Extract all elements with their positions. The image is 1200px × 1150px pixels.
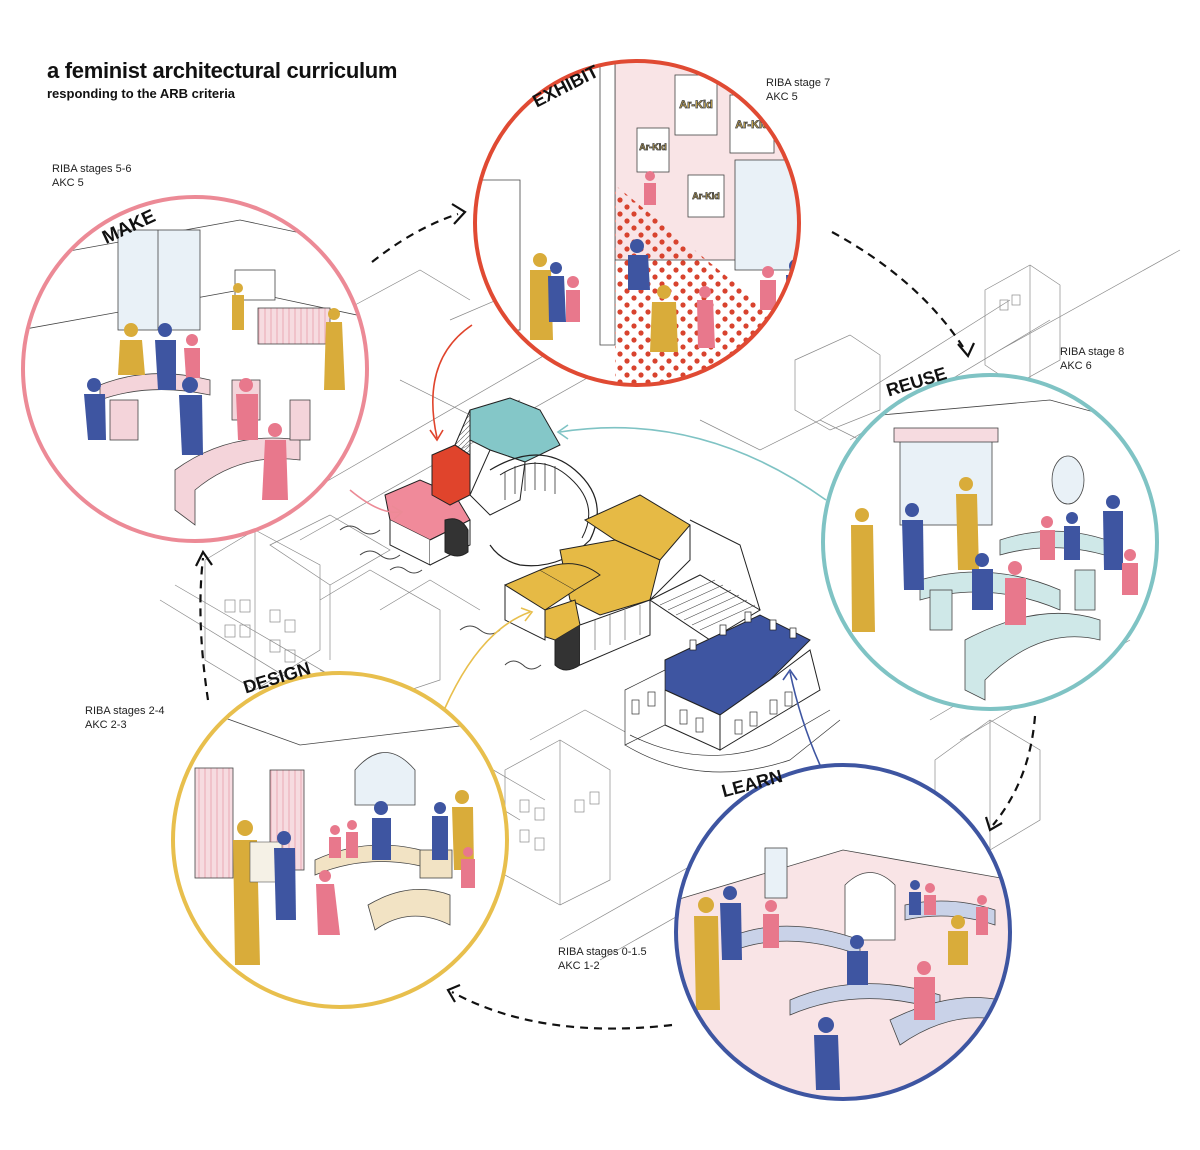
building-yellow-zone-1 <box>583 494 691 561</box>
central-building <box>339 397 841 773</box>
houses-right <box>794 264 1061 851</box>
page-title: a feminist architectural curriculum <box>47 58 398 83</box>
cycle-arrowheads <box>195 203 1003 1003</box>
connector-design <box>444 611 531 709</box>
make-stage-note: RIBA stages 5-6 AKC 5 <box>52 162 132 190</box>
design-stage-note: RIBA stages 2-4 AKC 2-3 <box>85 704 165 732</box>
zone-connectors <box>349 324 827 766</box>
arrow-make-to-exhibit <box>371 212 459 263</box>
learn-stage-note: RIBA stages 0-1.5 AKC 1-2 <box>558 945 647 973</box>
exhibit-scene: Ar-Kid Ar-Kid Ar-Kid Ar-Kid <box>473 59 801 387</box>
reuse-scene <box>821 373 1159 711</box>
reuse-riba: RIBA stage 8 <box>1060 346 1125 358</box>
poster-text: Ar-Kid <box>735 119 769 131</box>
reuse-akc: AKC 6 <box>1060 360 1092 372</box>
design-riba: RIBA stages 2-4 <box>85 705 165 717</box>
poster-text: Ar-Kid <box>639 142 667 152</box>
learn-scene <box>674 763 1012 1101</box>
connector-learn <box>789 671 821 766</box>
make-scene <box>21 195 369 543</box>
arrow-reuse-to-learn <box>992 715 1037 826</box>
cycle-arrows <box>199 212 1037 1030</box>
page-subtitle: responding to the ARB criteria <box>47 86 236 101</box>
building-teal-zone <box>469 397 561 463</box>
make-akc: AKC 5 <box>52 177 84 189</box>
terrace-houses-bottom <box>504 709 641 906</box>
learn-akc: AKC 1-2 <box>558 960 600 972</box>
reuse-stage-note: RIBA stage 8 AKC 6 <box>1060 345 1124 373</box>
arrow-design-to-make <box>199 557 210 701</box>
design-scene <box>171 671 509 1009</box>
connector-exhibit <box>432 324 473 439</box>
arrow-learn-to-design <box>451 991 673 1030</box>
building-red-zone <box>431 444 471 506</box>
exhibit-riba: RIBA stage 7 <box>766 77 831 89</box>
make-riba: RIBA stages 5-6 <box>52 163 132 175</box>
connector-reuse <box>559 426 827 501</box>
poster-text: Ar-Kid <box>692 191 720 201</box>
arrow-exhibit-to-reuse <box>831 231 966 351</box>
connector-make <box>349 489 401 514</box>
poster-text: Ar-Kid <box>679 99 713 111</box>
exhibit-akc: AKC 5 <box>766 91 798 103</box>
learn-riba: RIBA stages 0-1.5 <box>558 946 647 958</box>
design-akc: AKC 2-3 <box>85 719 127 731</box>
exhibit-stage-note: RIBA stage 7 AKC 5 <box>766 76 830 104</box>
